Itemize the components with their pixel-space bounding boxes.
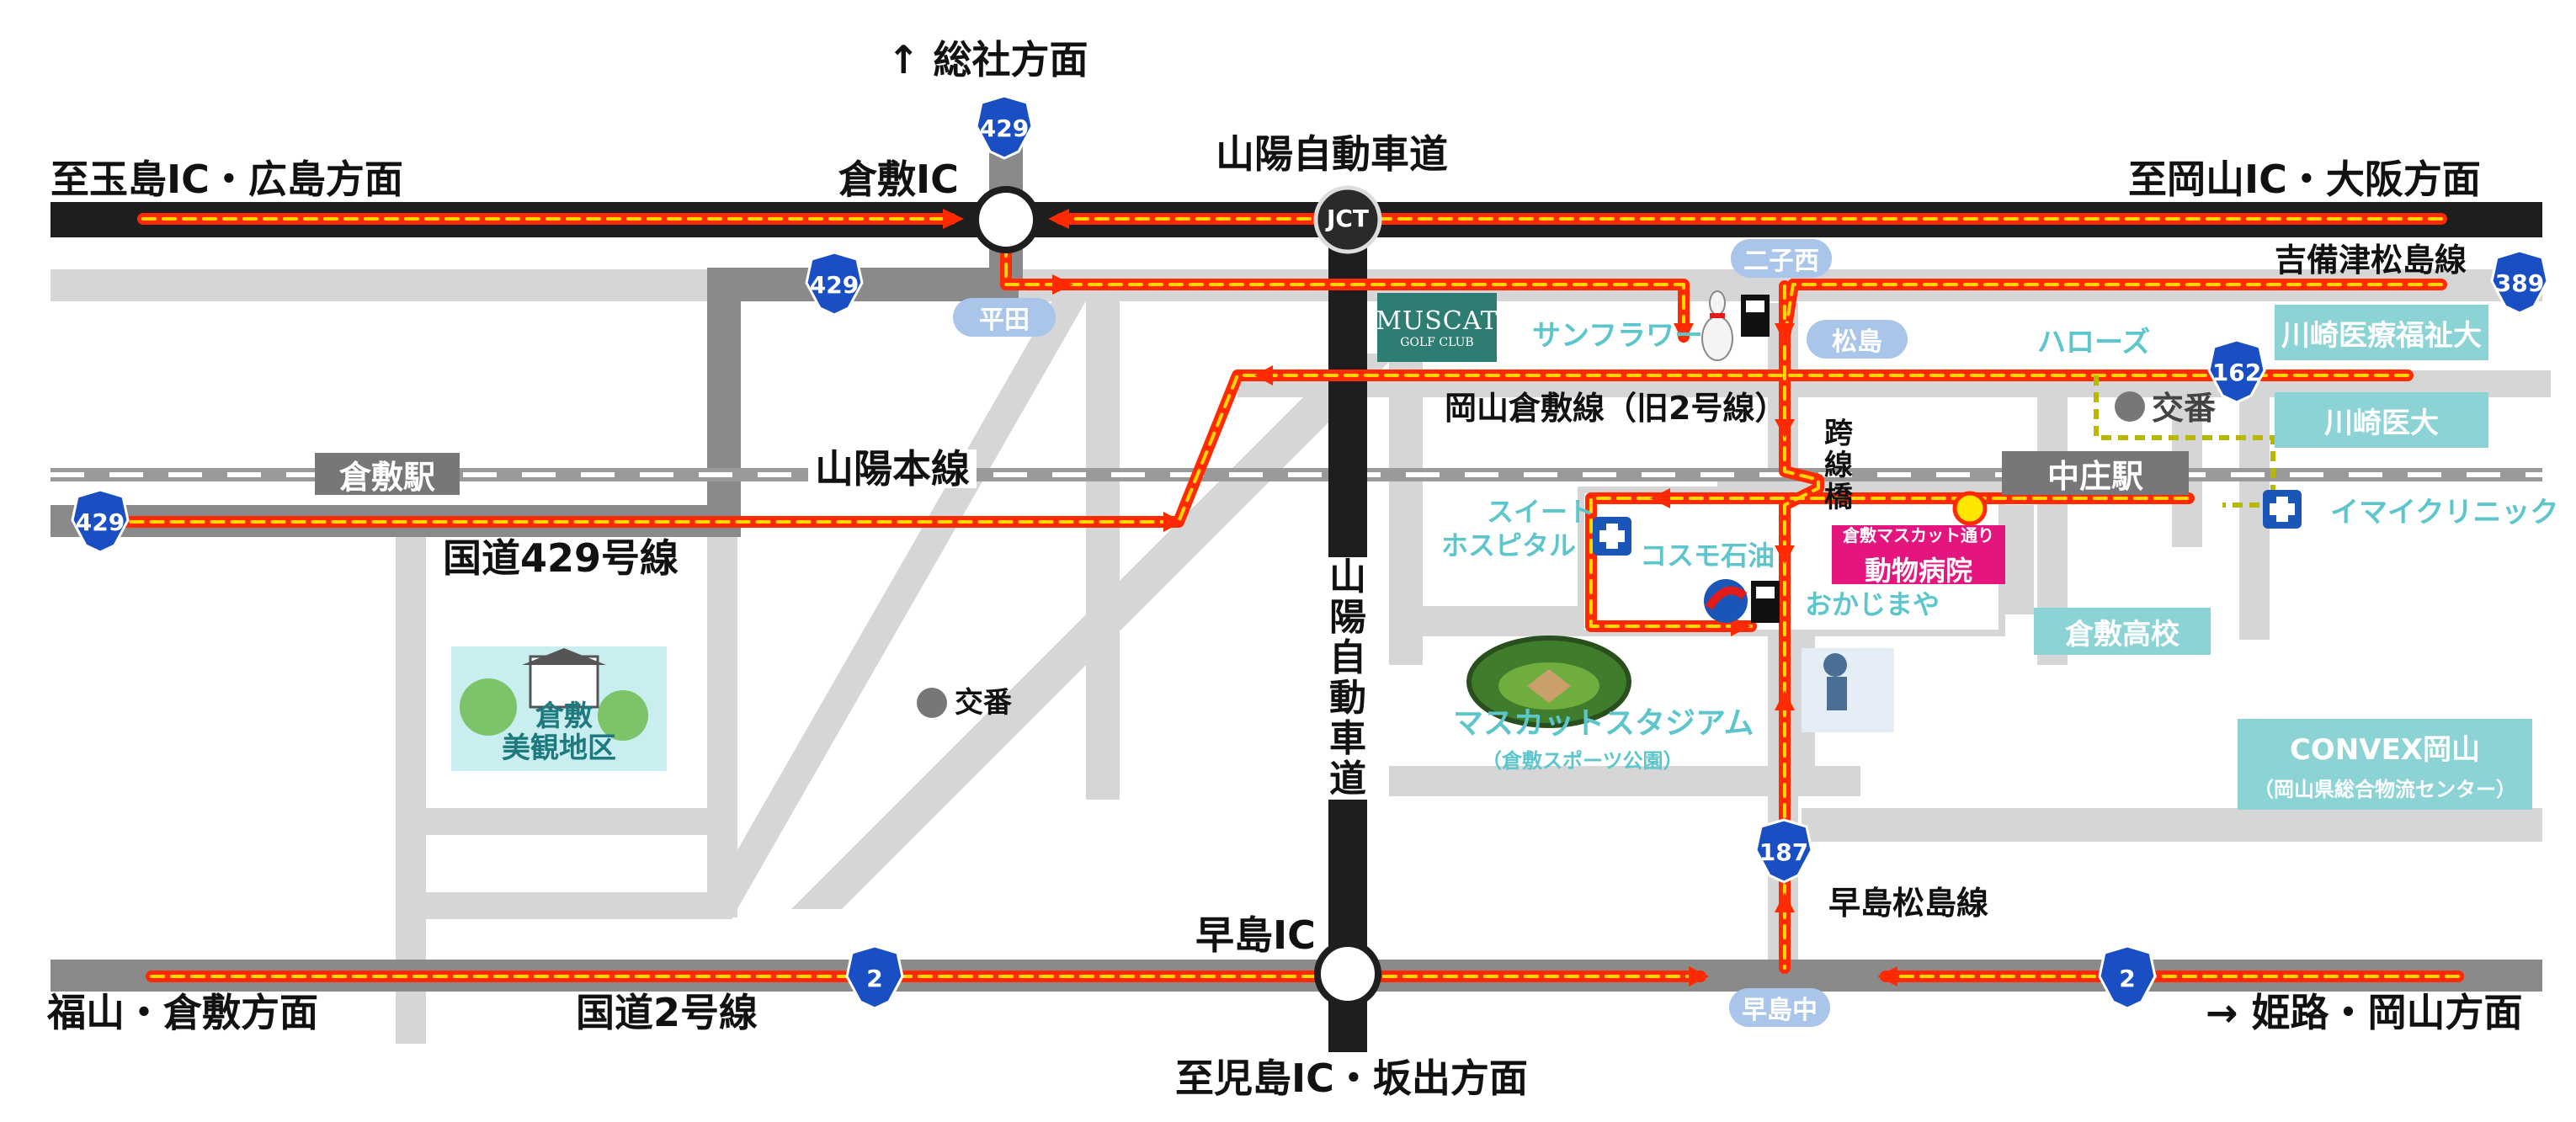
- route429-v: [707, 268, 741, 537]
- okajimaya-illustration: [1802, 648, 1894, 732]
- route-shield-2-east: 2: [2098, 944, 2157, 1010]
- imai-clinic-label: イマイクリニック: [2330, 496, 2559, 529]
- bowling-pin-icon: [1701, 290, 1733, 361]
- gas-station-icon-north: [1741, 295, 1770, 337]
- jct-label: JCT: [1326, 205, 1370, 232]
- sweet-hospital-label-1: スイート: [1487, 496, 1595, 528]
- route-shield-162: 162: [2207, 338, 2266, 404]
- route429-top: [707, 268, 1019, 301]
- convex-okayama: CONVEX岡山 （岡山県総合物流センター）: [2238, 719, 2532, 810]
- direction-north: ↑ 総社方面: [887, 37, 1088, 82]
- cosmo-label: コスモ石油: [1640, 540, 1775, 572]
- route-shield-429-north: 429: [975, 94, 1034, 160]
- koban-label-west: 交番: [955, 686, 1012, 720]
- local-road-diag1: [699, 286, 1094, 917]
- muscat-golf-club-logo: MUSCAT GOLF CLUB: [1376, 293, 1498, 362]
- golf-name: MUSCAT: [1376, 306, 1498, 336]
- nakasho-station-sign: 中庄駅: [2002, 451, 2189, 495]
- intersection-matsushima: 松島: [1807, 320, 1908, 359]
- route429-label: 国道429号線: [443, 535, 679, 581]
- route-shield-389: 389: [2490, 249, 2549, 315]
- shield-number: 2: [2119, 965, 2136, 992]
- local-walk-route: [2094, 375, 2275, 508]
- kurashiki-ic-circle: [972, 186, 1040, 253]
- intersection-hayashimanaka: 早島中: [1729, 988, 1830, 1027]
- koban-dot-east: [2115, 391, 2145, 422]
- local-road-h5: [1802, 808, 2542, 842]
- kawasaki-welfare-univ: 川崎医療福祉大: [2275, 305, 2488, 360]
- hayashima-matsushima-label: 早島松島線: [1828, 885, 1989, 922]
- route-shield-429-west: 429: [71, 488, 130, 554]
- kurashiki-ic-label: 倉敷IC: [838, 157, 959, 202]
- sanyo-expressway-label: 山陽自動車道: [1216, 131, 1448, 177]
- hayashima-ic-label: 早島IC: [1195, 912, 1316, 958]
- shield-number: 389: [2494, 269, 2545, 297]
- route-arrows: [943, 209, 1897, 986]
- intersection-futagonishi: 二子西: [1731, 239, 1832, 278]
- gas-station-icon-cosmo: [1704, 579, 1780, 623]
- koban-label-east: 交番: [2152, 390, 2217, 427]
- stadium-icon: [1466, 635, 1631, 728]
- sunflower-label: サンフラワー: [1532, 319, 1703, 353]
- destination-marker: [1952, 491, 1988, 526]
- direction-south: 至児島IC・坂出方面: [1175, 1056, 1528, 1101]
- harose-label: ハローズ: [2037, 326, 2151, 359]
- shield-number: 429: [75, 508, 125, 536]
- shield-number: 2: [866, 965, 883, 992]
- route-shield-429-mid: 429: [805, 251, 864, 316]
- local-road-v4: [707, 505, 737, 917]
- bikan-label-2: 美観地区: [502, 731, 616, 765]
- jct-circle: [1313, 185, 1382, 254]
- sanyo-expressway-vertical-label: 山陽自動車道: [1328, 556, 1367, 800]
- okayama-kurashiki-label: 岡山倉敷線（旧2号線）: [1445, 390, 1787, 427]
- local-road-v9: [2004, 505, 2034, 614]
- direction-west-bottom: 福山・倉敷方面: [47, 990, 318, 1035]
- route2-label: 国道2号線: [576, 990, 758, 1035]
- overpass-label: 跨線橋: [1824, 417, 1853, 514]
- destination-animal-hospital[interactable]: 倉敷マスカット通り 動物病院: [1832, 524, 2005, 587]
- kurashiki-high-school: 倉敷高校: [2034, 608, 2211, 655]
- local-road-v3: [396, 505, 426, 1044]
- kurashiki-station-sign: 倉敷駅: [315, 453, 460, 496]
- direction-east-bottom: → 姫路・岡山方面: [2206, 990, 2523, 1035]
- destination-line1: 倉敷マスカット通り: [1843, 524, 1994, 545]
- convex-line2: （岡山県総合物流センター）: [2254, 778, 2516, 801]
- intersection-hirata: 平田: [953, 298, 1056, 337]
- shield-number: 429: [809, 271, 860, 299]
- sweet-hospital-icon: [1593, 517, 1631, 556]
- local-road-h1: [396, 808, 732, 835]
- hayashima-ic-circle: [1314, 940, 1381, 1008]
- golf-sub: GOLF CLUB: [1400, 335, 1474, 349]
- shield-number: 429: [979, 114, 1030, 142]
- kawasaki-medical-univ: 川崎医大: [2275, 392, 2488, 448]
- imai-clinic-icon: [2263, 490, 2302, 529]
- shield-number: 162: [2211, 359, 2262, 386]
- direction-east-top: 至岡山IC・大阪方面: [2128, 157, 2481, 202]
- local-road-h2: [396, 892, 732, 919]
- destination-line2: 動物病院: [1864, 554, 1972, 587]
- shield-number: 187: [1759, 838, 1809, 866]
- stadium-label: マスカットスタジアム: [1453, 706, 1754, 741]
- bikan-label-1: 倉敷: [535, 699, 593, 733]
- kibitsu-matsushima-label: 吉備津松島線: [2275, 242, 2467, 279]
- route-shield-187: 187: [1754, 818, 1813, 884]
- bikan-district-illustration: [451, 646, 667, 771]
- local-road-diag2: [791, 354, 1397, 909]
- sanyo-main-line-label: 山陽本線: [808, 449, 977, 488]
- koban-dot-west: [917, 688, 947, 718]
- okajimaya-label: おかじまや: [1805, 588, 1940, 620]
- stadium-sublabel: （倉敷スポーツ公園）: [1482, 749, 1684, 773]
- sweet-hospital-label-2: ホスピタル: [1441, 529, 1577, 561]
- route-shield-2-west: 2: [845, 944, 904, 1010]
- direction-west-top: 至玉島IC・広島方面: [51, 157, 403, 202]
- local-road-v1: [1086, 286, 1120, 800]
- convex-line1: CONVEX岡山: [2289, 733, 2481, 767]
